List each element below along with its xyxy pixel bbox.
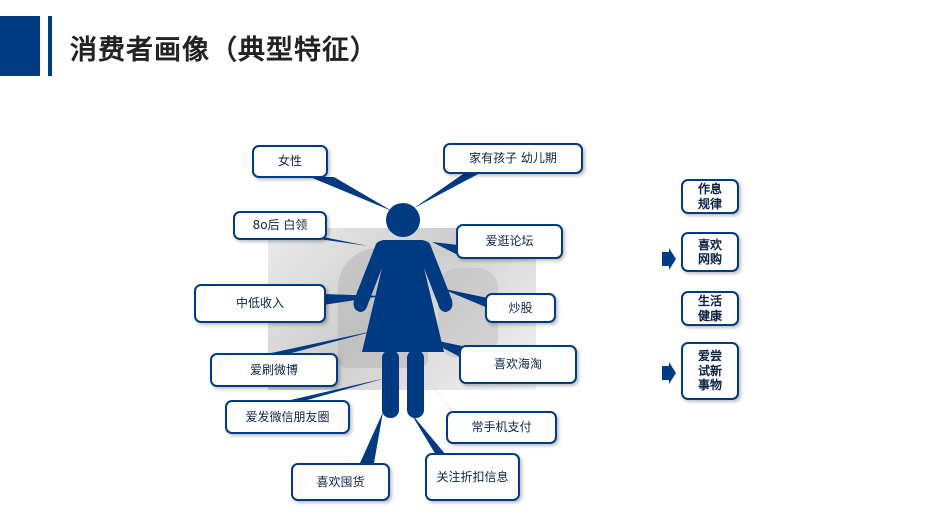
trait-discount: 关注折扣信息 [425,453,520,501]
arrow-right-icon [662,362,676,384]
trait-haitao: 喜欢海淘 [459,345,577,384]
callout-pointer [410,412,446,455]
side-tag-new-things: 爱尝 试新 事物 [681,342,739,400]
callout-pointer [414,172,482,208]
trait-female: 女性 [252,145,328,178]
side-tag-online-shopping: 喜欢 网购 [681,232,739,272]
title-accent-bar [48,16,52,76]
trait-hoarding: 喜欢囤货 [291,463,390,501]
trait-stocks: 炒股 [485,293,556,323]
trait-weibo: 爱刷微博 [210,353,338,387]
side-tag-healthy: 生活 健康 [681,291,739,326]
woman-figure-icon [353,203,453,418]
title-accent-block [0,16,40,76]
trait-forum: 爱逛论坛 [456,224,563,259]
trait-income: 中低收入 [194,284,326,323]
callout-pointer [432,242,458,255]
callout-pointer [262,330,378,355]
callout-pointer [323,294,382,305]
arrow-right-icon [662,248,676,270]
callout-pointer [282,378,386,402]
callout-pointer [422,372,460,422]
side-tag-routine: 作息 规律 [681,179,739,214]
callout-pointer [440,288,488,308]
trait-age-job: 8o后 白领 [233,211,327,240]
trait-family: 家有孩子 幼儿期 [443,143,583,174]
page-title: 消费者画像（典型特征） [70,35,378,66]
trait-wechat: 爱发微信朋友圈 [225,400,350,434]
trait-mobile-pay: 常手机支付 [446,411,557,444]
callout-pointer [360,412,383,463]
callout-pointer [310,177,392,211]
